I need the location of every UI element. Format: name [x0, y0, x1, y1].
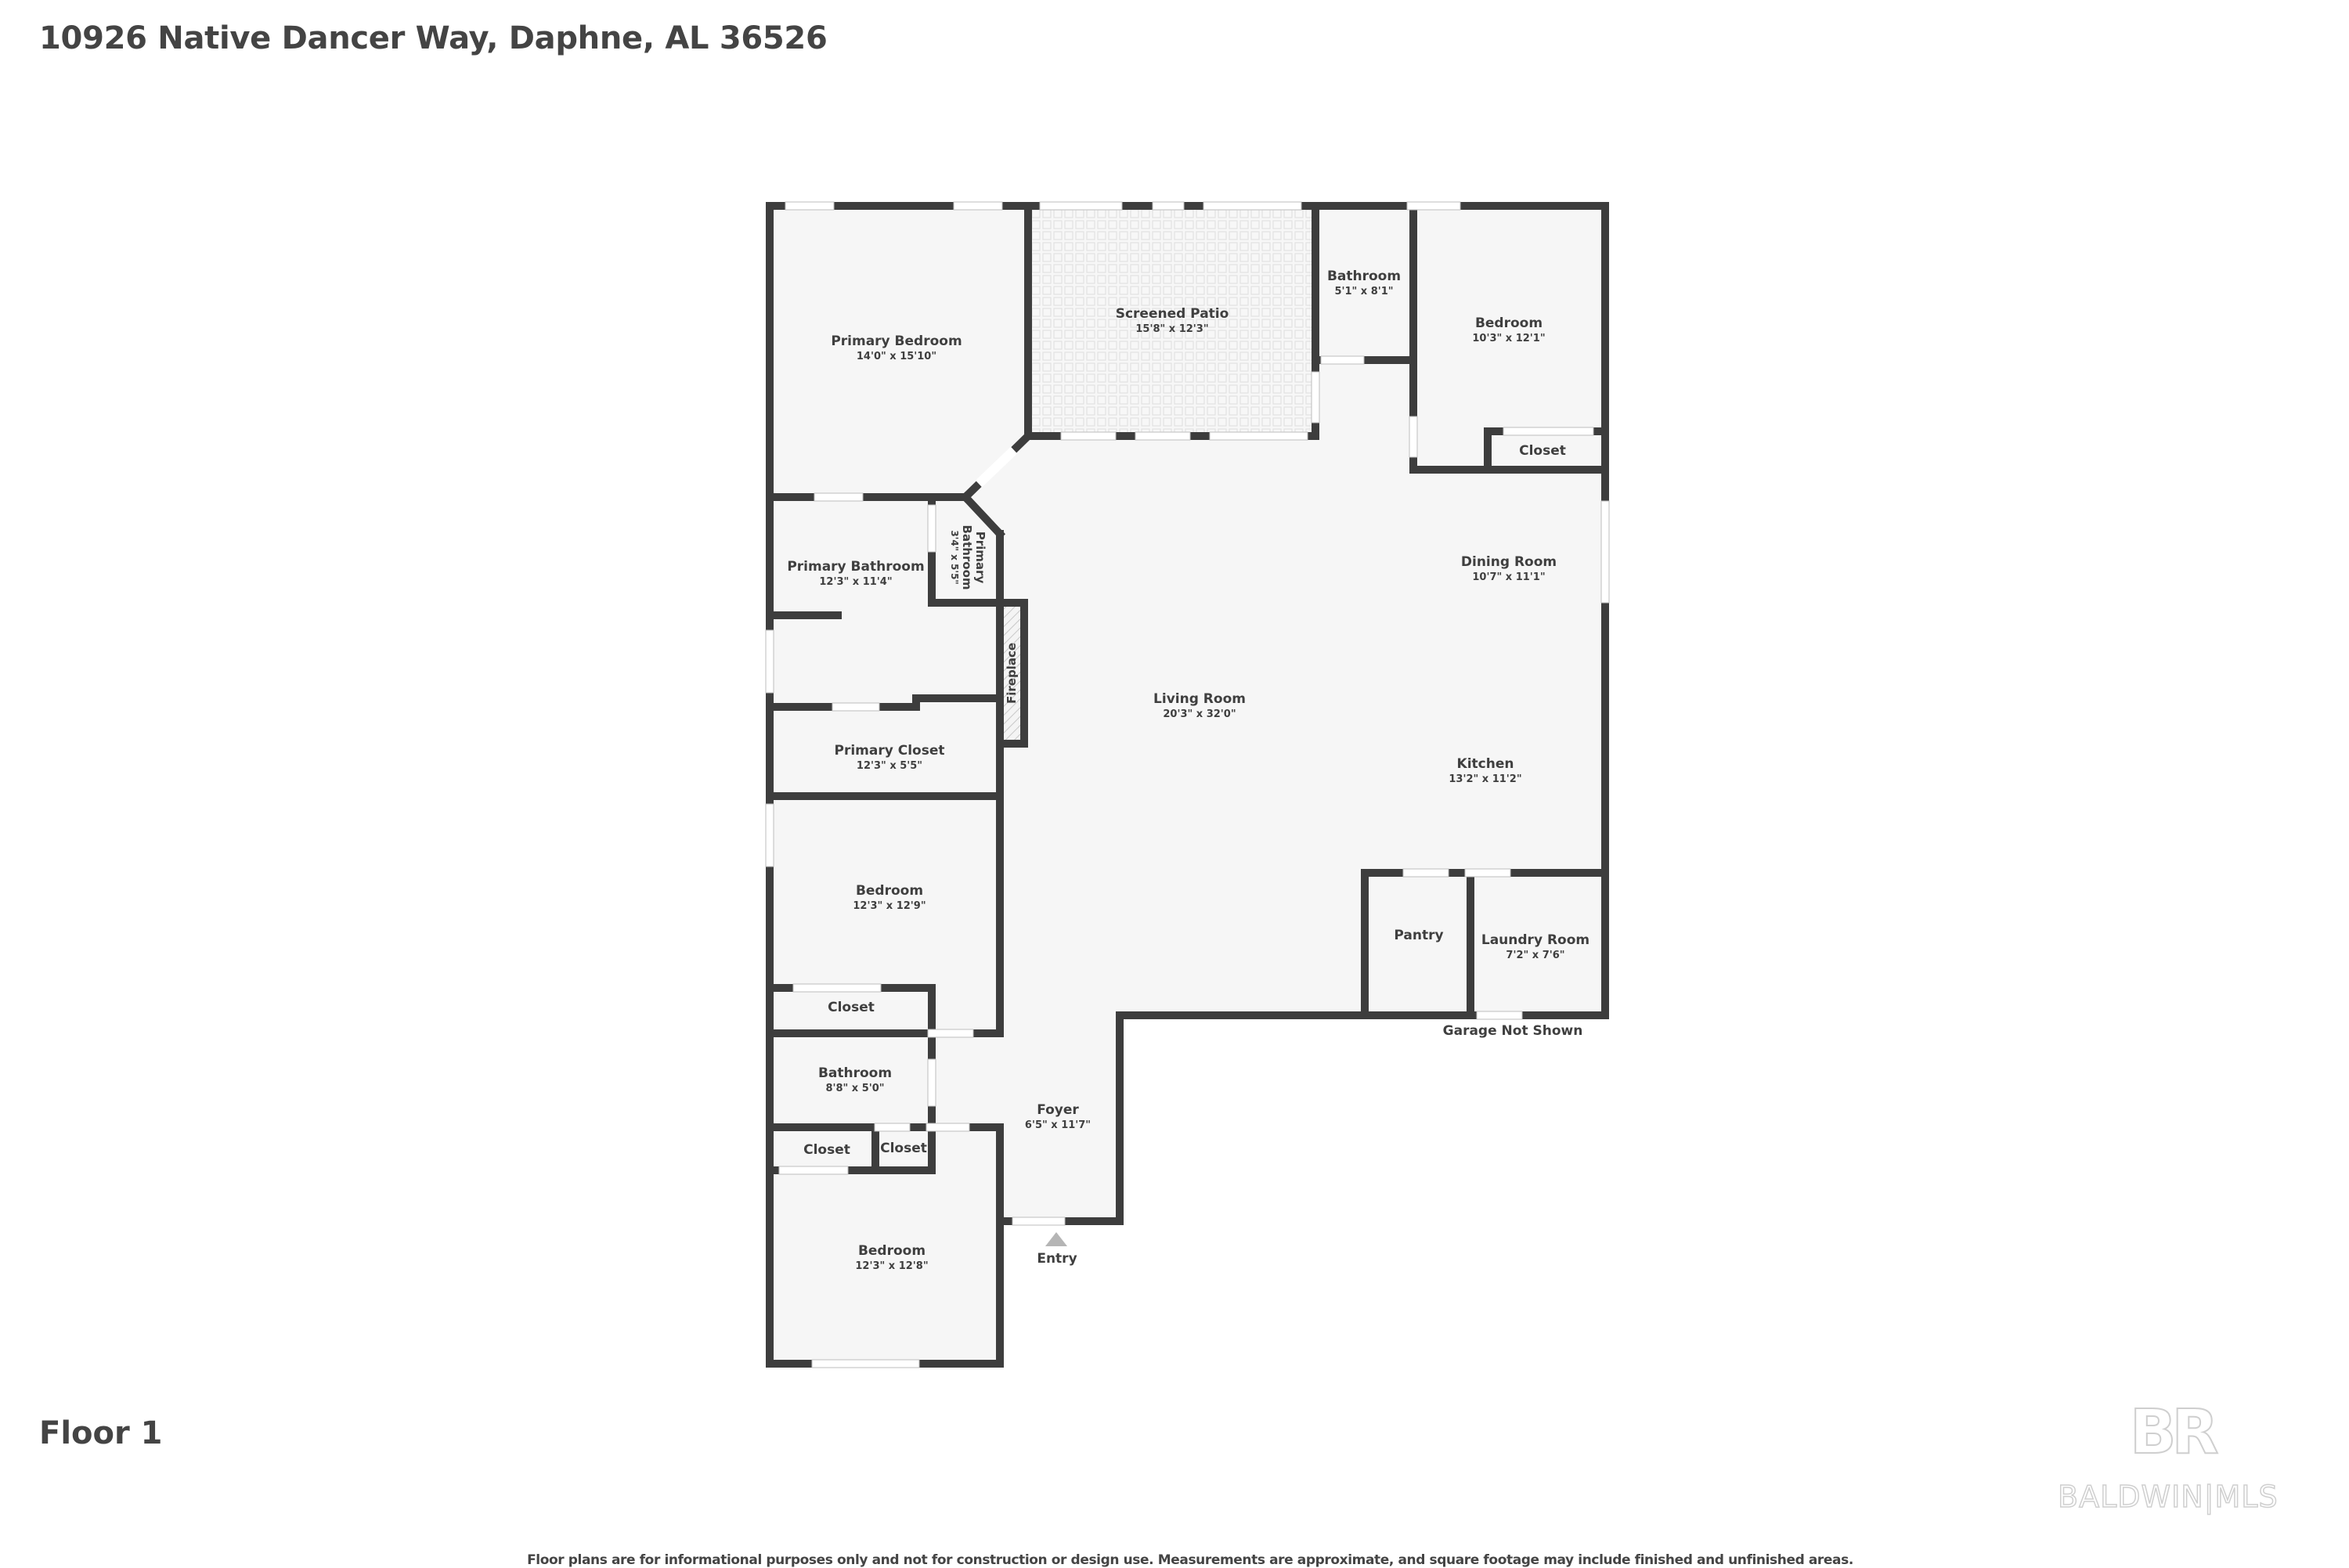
room-dims: 8'8" x 5'0" — [825, 1083, 885, 1094]
room-dims: 5'1" x 8'1" — [1334, 286, 1394, 297]
room-foyer: Foyer 6'5" x 11'7" — [1025, 1101, 1091, 1133]
room-bedroom-bottom: Bedroom 12'3" x 12'8" — [855, 1242, 928, 1274]
room-dims: 15'8" x 12'3" — [1135, 323, 1209, 335]
room-primary-bathroom: Primary Bathroom 12'3" x 11'4" — [787, 558, 924, 589]
room-name: Kitchen — [1456, 756, 1514, 772]
room-dims: 12'3" x 12'9" — [853, 900, 926, 912]
room-dims: 20'3" x 32'0" — [1163, 708, 1236, 720]
room-bathroom-top: Bathroom 5'1" x 8'1" — [1327, 268, 1401, 299]
room-laundry-room: Laundry Room 7'2" x 7'6" — [1481, 932, 1589, 963]
room-name: Bathroom — [1326, 269, 1402, 284]
room-name: Pantry — [1394, 928, 1444, 943]
room-name: Foyer — [1037, 1102, 1079, 1118]
room-pantry: Pantry — [1394, 927, 1443, 944]
garage-note: Garage Not Shown — [1442, 1023, 1583, 1039]
room-dims: 3'4" x 5'5" — [949, 530, 960, 585]
walls — [766, 202, 1609, 1368]
screened-patio-floor — [1032, 210, 1315, 436]
room-dims: 12'3" x 5'5" — [856, 760, 923, 772]
room-name: Living Room — [1153, 691, 1246, 707]
baldwin-mls-logo: BR BALDWIN|MLS — [2051, 1393, 2310, 1519]
room-bathroom-bottom: Bathroom 8'8" x 5'0" — [818, 1065, 892, 1096]
room-name: Bedroom — [855, 883, 924, 899]
room-dims: 12'3" x 11'4" — [819, 576, 893, 588]
floor-fill — [770, 206, 1605, 1364]
room-name: Laundry Room — [1481, 932, 1590, 948]
room-name: Closet — [803, 1142, 850, 1158]
room-name: Closet — [1519, 443, 1566, 459]
room-primary-closet: Primary Closet 12'3" x 5'5" — [835, 742, 945, 773]
room-name: Closet — [828, 1000, 875, 1015]
room-dims: 13'2" x 11'2" — [1449, 773, 1522, 785]
room-dining-room: Dining Room 10'7" x 11'1" — [1461, 553, 1557, 585]
room-closet-middle: Closet — [828, 999, 875, 1016]
room-name-line2: Bathroom — [960, 524, 974, 590]
property-address: 10926 Native Dancer Way, Daphne, AL 3652… — [39, 20, 828, 56]
room-living-room: Living Room 20'3" x 32'0" — [1153, 690, 1246, 722]
room-name: Bedroom — [857, 1243, 926, 1259]
openings — [765, 201, 1610, 1368]
room-name-line1: Primary — [973, 531, 987, 584]
entry-arrow-icon — [1045, 1232, 1067, 1246]
room-name: Primary Bathroom — [787, 559, 925, 575]
room-name: Primary Closet — [834, 743, 945, 759]
room-name: Bathroom — [817, 1065, 893, 1081]
br-logo-icon: BR — [2129, 1397, 2219, 1468]
room-screened-patio: Screened Patio 15'8" x 12'3" — [1116, 305, 1229, 337]
room-name: Closet — [880, 1141, 927, 1156]
room-primary-bathroom-small: Primary Bathroom 3'4" x 5'5" — [949, 524, 987, 589]
room-dims: 14'0" x 15'10" — [856, 351, 937, 362]
room-fireplace: Fireplace — [1003, 643, 1020, 704]
room-dims: 10'3" x 12'1" — [1472, 333, 1546, 344]
room-dims: 6'5" x 11'7" — [1024, 1119, 1092, 1131]
room-name: Primary Bedroom — [831, 333, 962, 349]
room-name: Dining Room — [1460, 554, 1557, 570]
room-dims: 12'3" x 12'8" — [855, 1260, 929, 1272]
room-closet-bottom-left: Closet — [803, 1141, 850, 1159]
floor-label: Floor 1 — [39, 1415, 163, 1451]
room-name: Screened Patio — [1115, 306, 1229, 322]
room-dims: 10'7" x 11'1" — [1472, 571, 1546, 583]
room-bedroom-top: Bedroom 10'3" x 12'1" — [1472, 315, 1545, 346]
room-name: Bedroom — [1474, 315, 1543, 331]
room-primary-bedroom: Primary Bedroom 14'0" x 15'10" — [831, 333, 962, 364]
room-closet-top: Closet — [1519, 442, 1566, 460]
logo-brand-text: BALDWIN|MLS — [2057, 1479, 2279, 1515]
room-bedroom-middle: Bedroom 12'3" x 12'9" — [853, 882, 926, 914]
disclaimer-text: Floor plans are for informational purpos… — [527, 1552, 1853, 1568]
room-kitchen: Kitchen 13'2" x 11'2" — [1449, 755, 1521, 787]
room-closet-bottom-right: Closet — [880, 1140, 927, 1157]
room-name: Fireplace — [1005, 642, 1019, 705]
room-dims: 7'2" x 7'6" — [1506, 950, 1565, 961]
entry-label: Entry — [1037, 1251, 1077, 1267]
